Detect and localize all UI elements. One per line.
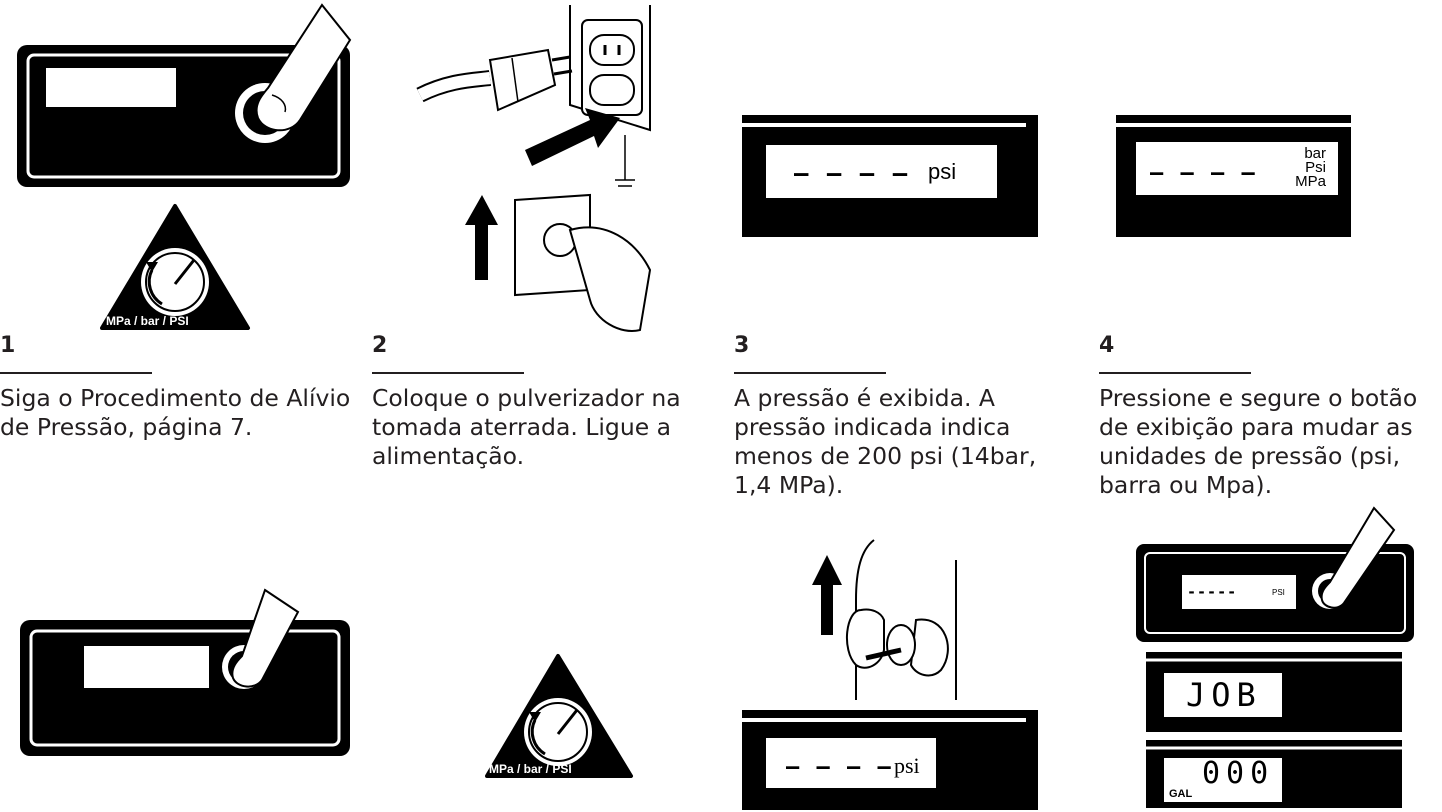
step-3-rule bbox=[734, 372, 886, 374]
step-2-rule bbox=[372, 372, 524, 374]
step-4-text: Pressione e segure o botão de exibição p… bbox=[1099, 384, 1418, 499]
step-2-number: 2 bbox=[372, 333, 388, 358]
figure-4-display-units: – – – – bar Psi MPa bbox=[1116, 115, 1356, 240]
display-unit-psi: psi bbox=[928, 159, 957, 184]
figure-8-display-stack: ----- PSI JOB 000 GAL bbox=[1134, 506, 1424, 808]
step-1-number: 1 bbox=[0, 333, 16, 358]
unit-bar: bar bbox=[1304, 145, 1326, 162]
lcd-gal-digits: 000 bbox=[1202, 756, 1275, 791]
figure-1-control-panel bbox=[0, 0, 360, 200]
triangle-label: MPa / bar / PSI bbox=[106, 314, 189, 328]
step-1-text: Siga o Procedimento de Alívio de Pressão… bbox=[0, 384, 351, 441]
triangle-label: MPa / bar / PSI bbox=[489, 762, 572, 776]
display-dashes: – – – – bbox=[1150, 161, 1257, 186]
step-3-number: 3 bbox=[734, 333, 750, 358]
step-2-text: Coloque o pulverizador na tomada aterrad… bbox=[372, 384, 681, 470]
warning-triangle-pressure-2: MPa / bar / PSI bbox=[485, 650, 635, 780]
unit-options: bar Psi MPa bbox=[1266, 145, 1326, 190]
panel-unit-psi: PSI bbox=[1272, 588, 1285, 597]
figure-5-control-panel bbox=[0, 588, 360, 790]
figure-3-display-psi: – – – – psi bbox=[742, 115, 1042, 240]
lcd-job: JOB bbox=[1186, 676, 1262, 714]
unit-mpa: MPa bbox=[1295, 173, 1326, 190]
lcd-gal-label: GAL bbox=[1169, 788, 1193, 800]
step-4-number: 4 bbox=[1099, 333, 1115, 358]
step-4-rule bbox=[1099, 372, 1251, 374]
display-dashes: – – – – bbox=[794, 159, 910, 187]
panel-dashes: ----- bbox=[1187, 583, 1238, 601]
figure-2-plug-outlet bbox=[416, 0, 670, 340]
unit-psi: Psi bbox=[1305, 159, 1326, 176]
warning-triangle-pressure-1: MPa / bar / PSI bbox=[100, 200, 250, 330]
step-1-rule bbox=[0, 372, 152, 374]
display-dashes: – – – – bbox=[786, 755, 893, 780]
step-3-text: A pressão é exibida. A pressão indicada … bbox=[734, 384, 1037, 499]
figure-7-switch-display: – – – – psi bbox=[742, 539, 1056, 810]
display-unit-psi: psi bbox=[894, 753, 920, 778]
